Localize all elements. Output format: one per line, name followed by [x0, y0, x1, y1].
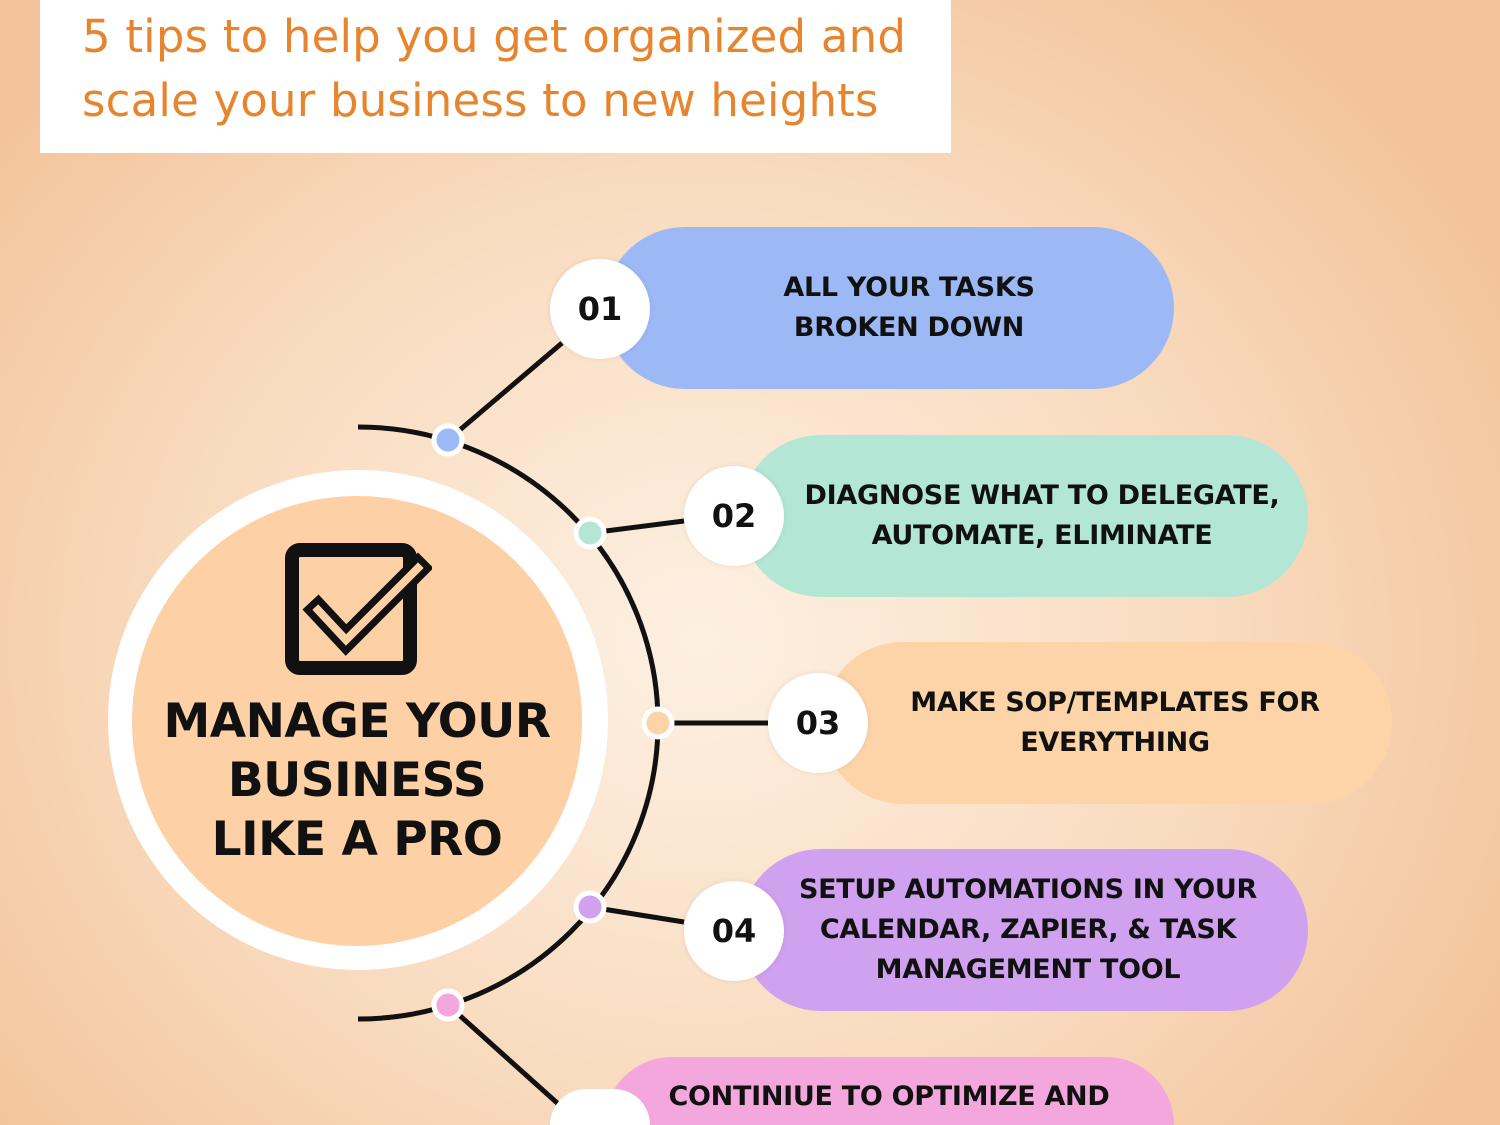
- tip-04-text: SETUP AUTOMATIONS IN YOUR CALENDAR, ZAPI…: [799, 870, 1257, 990]
- spoke-05: [446, 1003, 567, 1112]
- header-line-1: 5 tips to help you get organized and: [82, 10, 907, 63]
- hub-title-line-1: MANAGE YOUR: [163, 694, 551, 749]
- tip-05-pill: CONTINIUE TO OPTIMIZE AND: [604, 1057, 1174, 1125]
- hub-title-line-3: LIKE A PRO: [211, 812, 503, 867]
- tip-05-line-1: CONTINIUE TO OPTIMIZE AND: [668, 1081, 1110, 1112]
- tip-04-number: 04: [684, 881, 784, 981]
- dot-01: [431, 423, 465, 457]
- tip-03-text: MAKE SOP/TEMPLATES FOR EVERYTHING: [910, 683, 1320, 763]
- dot-05: [431, 988, 465, 1022]
- tip-03-number: 03: [768, 673, 868, 773]
- tip-01-pill: ALL YOUR TASKS BROKEN DOWN: [604, 227, 1174, 389]
- tip-01-text: ALL YOUR TASKS BROKEN DOWN: [783, 268, 1035, 348]
- tip-05-text: CONTINIUE TO OPTIMIZE AND: [669, 1077, 1110, 1117]
- hub-title: MANAGE YOUR BUSINESS LIKE A PRO: [132, 692, 582, 869]
- tip-02-pill: DIAGNOSE WHAT TO DELEGATE, AUTOMATE, ELI…: [740, 435, 1308, 597]
- tip-02-text: DIAGNOSE WHAT TO DELEGATE, AUTOMATE, ELI…: [805, 476, 1280, 556]
- dot-02: [573, 516, 607, 550]
- tip-03-line-2: EVERYTHING: [1020, 727, 1210, 758]
- tip-02-line-2: AUTOMATE, ELIMINATE: [871, 520, 1213, 551]
- tip-04-line-3: MANAGEMENT TOOL: [875, 954, 1181, 985]
- tip-04-pill: SETUP AUTOMATIONS IN YOUR CALENDAR, ZAPI…: [740, 849, 1308, 1011]
- tip-01-line-1: ALL YOUR TASKS: [783, 272, 1035, 303]
- tip-03-pill: MAKE SOP/TEMPLATES FOR EVERYTHING: [822, 642, 1392, 804]
- tip-04-line-2: CALENDAR, ZAPIER, & TASK: [819, 914, 1237, 945]
- dot-03: [641, 706, 675, 740]
- tip-01-line-2: BROKEN DOWN: [793, 312, 1025, 343]
- header-box: [40, 0, 951, 153]
- dot-04: [573, 890, 607, 924]
- tip-03-line-1: MAKE SOP/TEMPLATES FOR: [910, 687, 1320, 718]
- hub-title-line-2: BUSINESS: [227, 753, 487, 808]
- checkbox-check-icon: [285, 543, 432, 675]
- header-line-2: scale your business to new heights: [82, 74, 879, 127]
- hub-core: [132, 496, 582, 946]
- spoke-01: [446, 341, 564, 442]
- tip-01-number: 01: [550, 259, 650, 359]
- tip-05-number: [550, 1089, 650, 1125]
- tip-04-line-1: SETUP AUTOMATIONS IN YOUR: [798, 874, 1258, 905]
- tip-02-line-1: DIAGNOSE WHAT TO DELEGATE,: [804, 480, 1280, 511]
- tip-02-number: 02: [684, 466, 784, 566]
